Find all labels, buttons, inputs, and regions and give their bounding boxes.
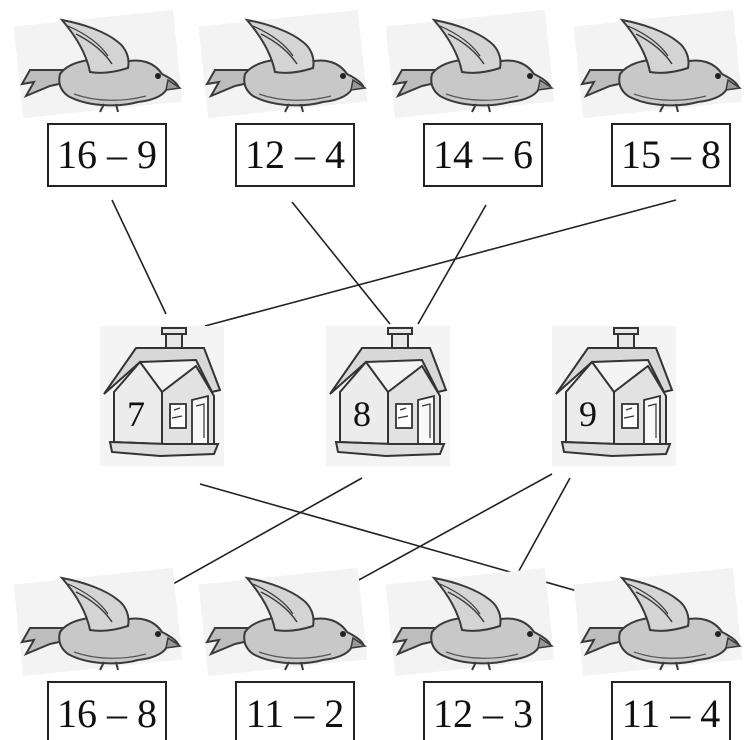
house-3: 9 [551, 325, 677, 467]
expression-text: 11 – 4 [622, 691, 721, 736]
line-8-to-16-8 [147, 477, 363, 599]
top-bird-1 [12, 8, 184, 120]
house-number: 9 [579, 394, 597, 434]
house-number: 8 [353, 394, 371, 434]
bird-icon [197, 566, 369, 678]
line-12-4-to-8 [291, 201, 391, 325]
bird-icon [384, 566, 556, 678]
house-1: 7 [99, 325, 225, 467]
line-15-8-to-7 [204, 199, 677, 327]
expression-text: 11 – 2 [246, 691, 345, 736]
line-16-9-to-7 [111, 199, 167, 315]
bird-icon [572, 566, 744, 678]
bottom-bird-4 [572, 566, 744, 678]
bird-icon [12, 566, 184, 678]
top-expression-1: 16 – 9 [47, 123, 167, 187]
bottom-expression-3: 12 – 3 [423, 681, 543, 740]
expression-text: 15 – 8 [621, 132, 721, 177]
bottom-bird-1 [12, 566, 184, 678]
house-number: 7 [127, 394, 145, 434]
expression-text: 12 – 4 [245, 132, 345, 177]
bottom-expression-2: 11 – 2 [235, 681, 355, 740]
top-expression-2: 12 – 4 [235, 123, 355, 187]
house-2: 8 [325, 325, 451, 467]
line-7-to-11-4 [199, 483, 617, 603]
line-9-to-11-2 [325, 473, 553, 599]
expression-text: 14 – 6 [433, 132, 533, 177]
expression-text: 16 – 8 [57, 691, 157, 736]
line-14-6-to-8 [417, 204, 487, 325]
top-expression-4: 15 – 8 [611, 123, 731, 187]
house-icon [551, 325, 677, 467]
connector-lines [111, 199, 677, 603]
top-expression-3: 14 – 6 [423, 123, 543, 187]
top-bird-2 [197, 8, 369, 120]
expression-text: 16 – 9 [57, 132, 157, 177]
bird-icon [12, 8, 184, 120]
top-bird-3 [384, 8, 556, 120]
bird-icon [572, 8, 744, 120]
top-bird-4 [572, 8, 744, 120]
bird-icon [384, 8, 556, 120]
bird-icon [197, 8, 369, 120]
bottom-bird-2 [197, 566, 369, 678]
bottom-expression-1: 16 – 8 [47, 681, 167, 740]
house-icon [99, 325, 225, 467]
house-icon [325, 325, 451, 467]
expression-text: 12 – 3 [433, 691, 533, 736]
bottom-expression-4: 11 – 4 [611, 681, 731, 740]
bottom-bird-3 [384, 566, 556, 678]
